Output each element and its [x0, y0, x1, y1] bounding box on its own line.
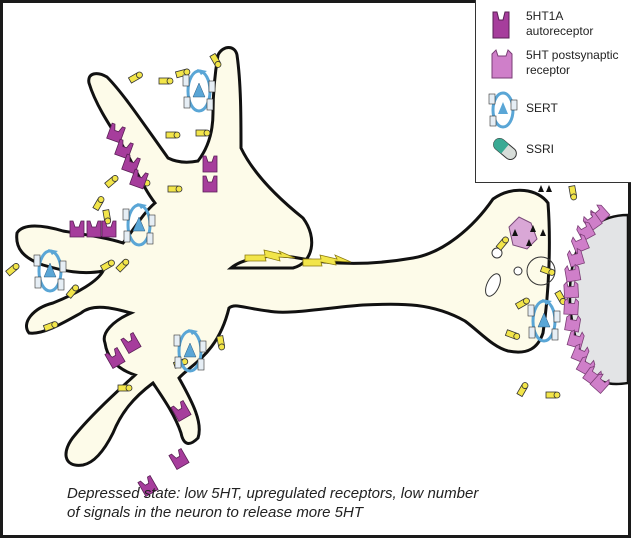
- autoreceptor-icon: [492, 11, 510, 39]
- serotonin-molecule: [495, 236, 509, 251]
- legend-label: receptor: [526, 63, 571, 77]
- postsynaptic-receptor: [564, 313, 582, 333]
- legend-label: 5HT1A: [526, 9, 564, 23]
- serotonin-molecule: [5, 263, 20, 277]
- serotonin-molecule: [568, 185, 578, 201]
- serotonin-molecule: [104, 175, 119, 189]
- serotonin-molecule: [102, 209, 112, 225]
- vesicle: [491, 247, 503, 259]
- vesicle: [526, 256, 556, 286]
- serotonin-molecule: [92, 196, 105, 212]
- transmitter-fragment: [526, 239, 532, 246]
- sert-transporter: [122, 203, 156, 247]
- serotonin-molecule: [209, 52, 222, 68]
- autoreceptor: [114, 138, 134, 160]
- autoreceptor: [202, 155, 218, 173]
- caption-line-1: Depressed state: low 5HT, upregulated re…: [67, 485, 479, 502]
- caption-line-2: of signals in the neuron to release more…: [67, 504, 363, 521]
- serotonin-molecule: [99, 259, 115, 272]
- postsynaptic-receptor: [564, 263, 582, 283]
- legend-item-sert: SERT: [476, 88, 631, 132]
- serotonin-molecule: [195, 129, 211, 137]
- autoreceptor: [137, 475, 159, 497]
- serotonin-molecule: [514, 297, 530, 310]
- legend-label: SERT: [526, 101, 558, 115]
- postsynaptic-receptor-icon: [491, 49, 513, 79]
- serotonin-molecule: [516, 382, 529, 398]
- legend-label: autoreceptor: [526, 24, 594, 38]
- vesicle: [513, 266, 523, 276]
- autoreceptor: [104, 347, 126, 369]
- signal-bolt: [244, 249, 296, 262]
- autoreceptor: [106, 122, 126, 144]
- legend: 5HT1A autoreceptor 5HT postsynaptic rece…: [475, 0, 631, 183]
- serotonin-molecule: [504, 329, 521, 340]
- serotonin-molecule: [539, 265, 556, 276]
- synthesis-enzyme: [508, 216, 538, 250]
- serotonin-molecule: [554, 289, 567, 305]
- autoreceptor: [202, 175, 218, 193]
- autoreceptor: [69, 220, 85, 238]
- figure-caption: Depressed state: low 5HT, upregulated re…: [67, 484, 547, 522]
- transmitter-fragment: [540, 229, 546, 236]
- legend-item-postsynaptic-receptor: 5HT postsynaptic receptor: [476, 48, 631, 88]
- legend-item-autoreceptor: 5HT1A autoreceptor: [476, 6, 631, 46]
- autoreceptor: [170, 400, 192, 422]
- postsynaptic-receptor: [589, 373, 610, 395]
- sert-icon: [488, 91, 518, 129]
- autoreceptor: [101, 220, 117, 238]
- postsynaptic-receptor: [563, 280, 580, 299]
- transmitter-fragment: [512, 229, 518, 236]
- autoreceptor: [120, 332, 142, 354]
- serotonin-molecule: [117, 384, 133, 392]
- serotonin-molecule: [158, 77, 174, 85]
- legend-label: 5HT postsynaptic: [526, 48, 619, 62]
- serotonin-molecule: [165, 131, 181, 139]
- transmitter-fragment: [546, 185, 552, 192]
- sert-transporter: [173, 329, 207, 373]
- serotonin-molecule: [167, 185, 183, 193]
- legend-label: SSRI: [526, 142, 555, 156]
- autoreceptor: [168, 448, 190, 470]
- serotonin-molecule: [127, 71, 143, 84]
- ssri-pill-icon: [493, 138, 517, 160]
- signal-bolt: [302, 254, 352, 267]
- transmitter-fragment: [530, 225, 536, 232]
- serotonin-molecule: [42, 321, 59, 332]
- neuron-diagram: [5, 46, 628, 497]
- sert-transporter: [527, 299, 561, 343]
- sert-transporter: [33, 249, 67, 293]
- sert-transporter: [182, 69, 216, 113]
- autoreceptor: [129, 168, 149, 190]
- legend-item-ssri: SSRI: [476, 134, 631, 168]
- serotonin-molecule: [65, 284, 79, 299]
- autoreceptor: [86, 220, 102, 238]
- serotonin-molecule: [545, 391, 561, 399]
- serotonin-molecule: [216, 335, 226, 351]
- transmitter-fragment: [538, 185, 544, 192]
- mitochondrion: [485, 273, 501, 297]
- postsynaptic-receptor: [563, 297, 579, 316]
- serotonin-molecule: [115, 258, 130, 273]
